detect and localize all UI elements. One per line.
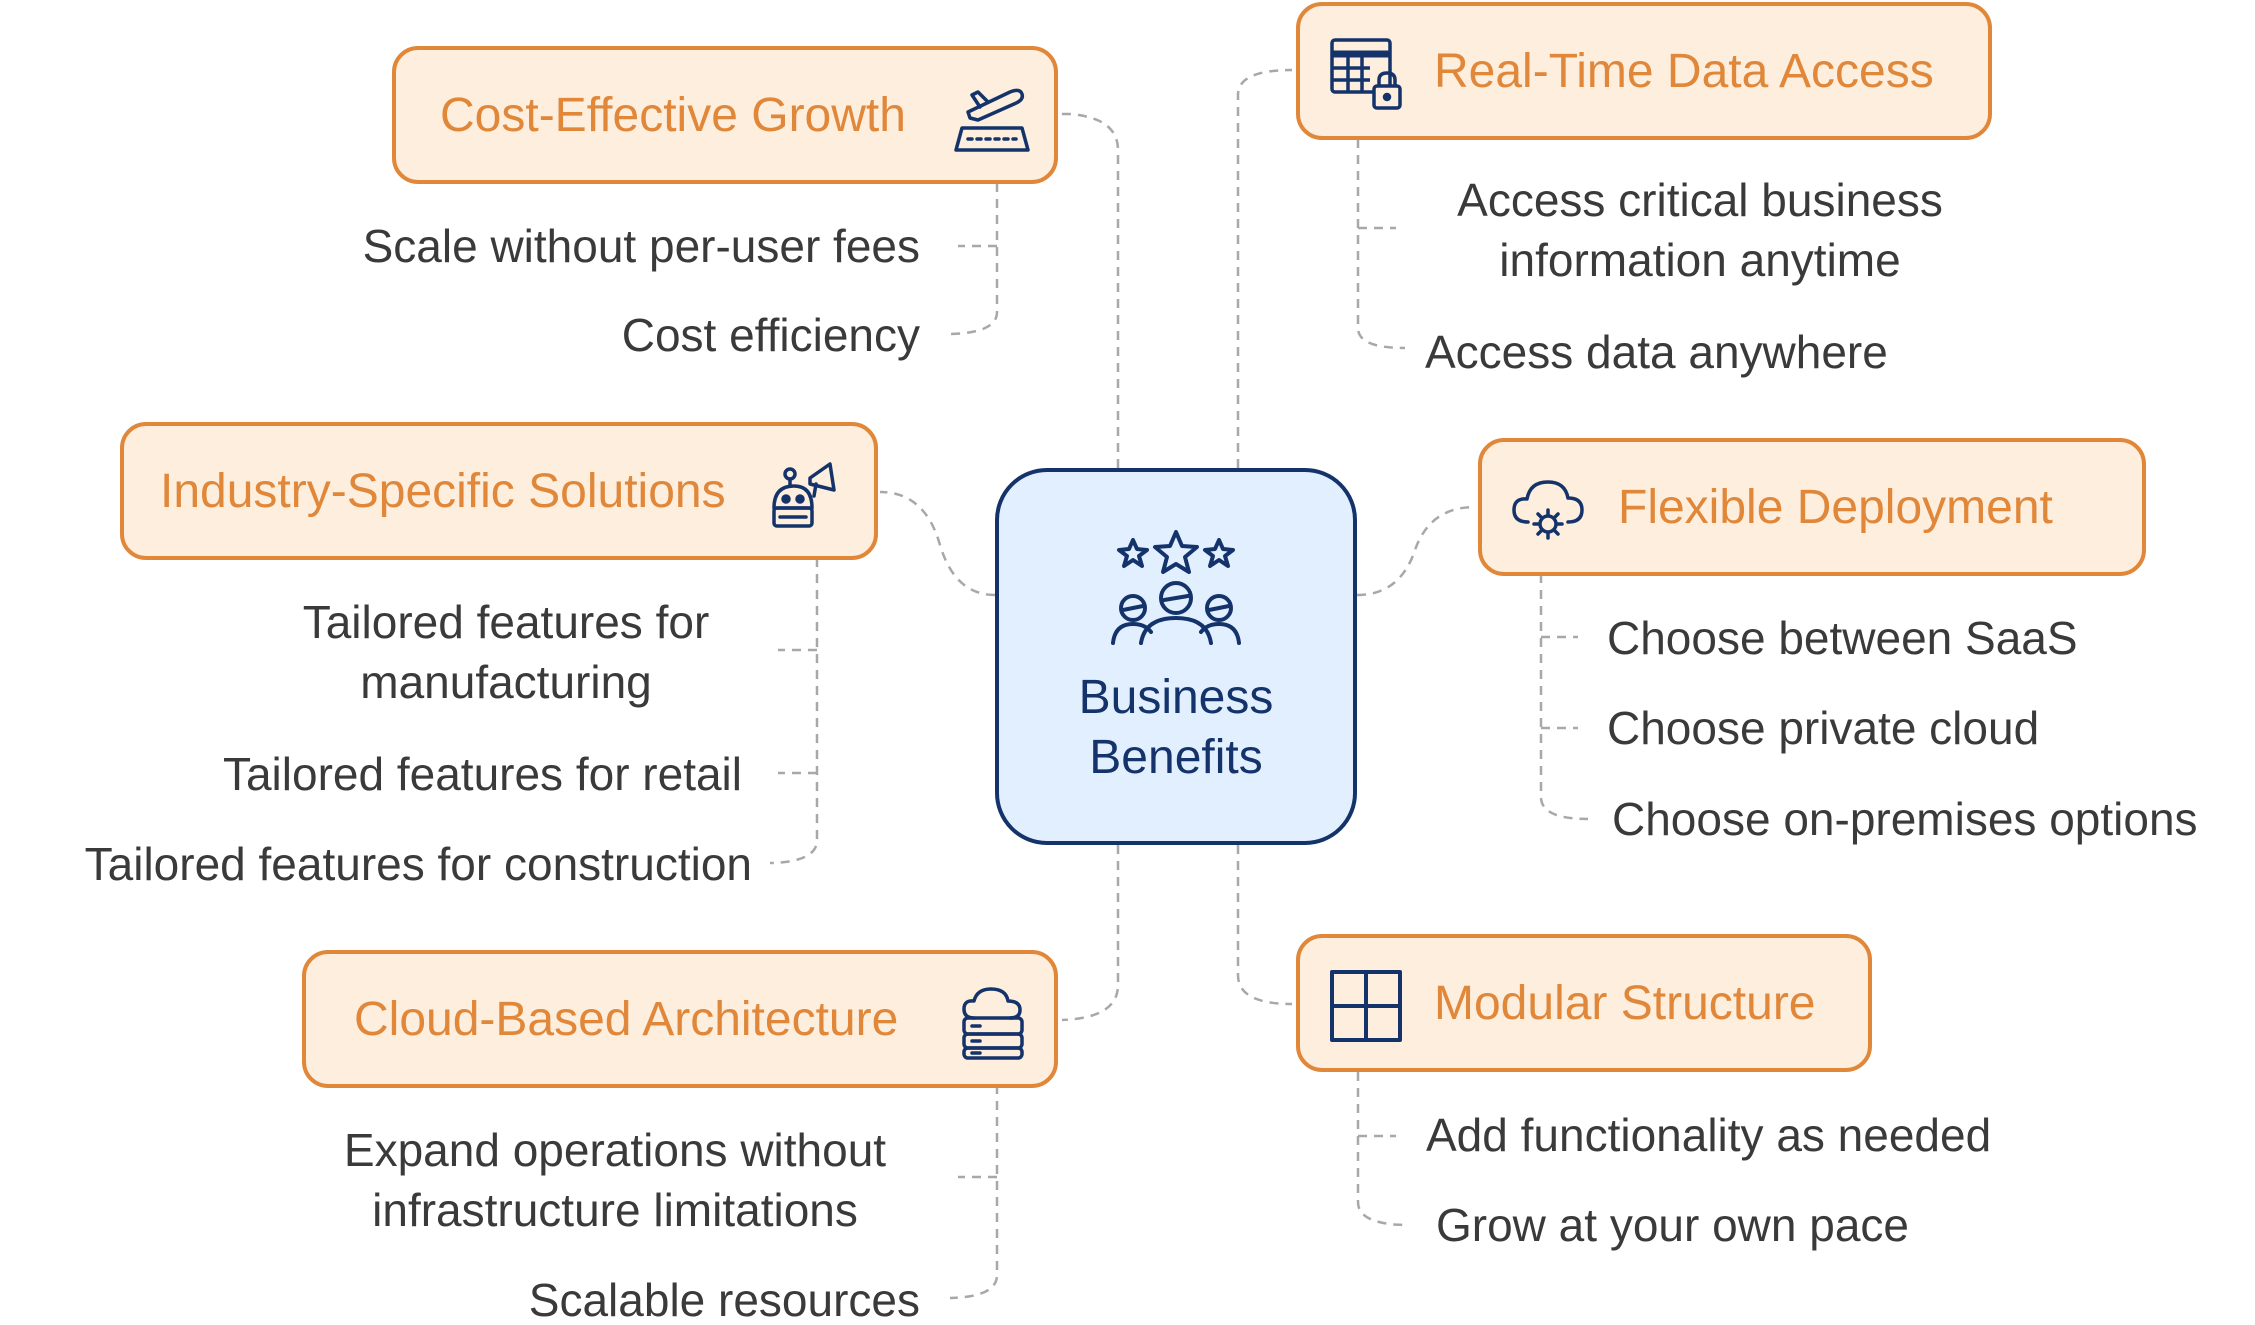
branch-cloud <box>949 1085 999 1300</box>
branch-flexible <box>1539 574 1589 821</box>
connector-cloud <box>1061 845 1120 1022</box>
category-flexible-deployment: Flexible Deployment <box>1478 438 2146 576</box>
leaf-cloud-item2: Scalable resources <box>528 1274 920 1325</box>
category-title: Flexible Deployment <box>1618 480 2053 534</box>
cloud-gear-icon <box>1510 472 1586 548</box>
category-industry-specific-solutions: Industry-Specific Solutions <box>120 422 878 560</box>
connector-realtime <box>1236 68 1293 468</box>
cloud-server-icon <box>956 984 1032 1060</box>
center-label: Business Benefits <box>999 668 1353 788</box>
leaf-realtime-item1-line2: information anytime <box>1499 234 1901 286</box>
center-label-line1: Business <box>1078 671 1274 724</box>
leaf-realtime-item1: Access critical business information any… <box>1410 170 1990 290</box>
category-title: Modular Structure <box>1434 976 1816 1030</box>
category-real-time-data-access: Real-Time Data Access <box>1296 2 1992 140</box>
leaf-industry-item1-line1: Tailored features for <box>302 596 710 648</box>
table-lock-icon <box>1328 36 1404 112</box>
leaf-modular-item1: Add functionality as needed <box>1426 1109 1992 1161</box>
category-cloud-based-architecture: Cloud-Based Architecture <box>302 950 1058 1088</box>
connector-modular <box>1236 845 1293 1006</box>
leaf-industry-item1-line2: manufacturing <box>360 656 652 708</box>
center-node-business-benefits: Business Benefits <box>995 468 1357 845</box>
center-label-line2: Benefits <box>1089 731 1263 784</box>
category-modular-structure: Modular Structure <box>1296 934 1872 1072</box>
leaf-industry-item2: Tailored features for retail <box>222 748 742 800</box>
leaf-flexible-item3: Choose on-premises options <box>1612 793 2198 845</box>
leaf-industry-item1: Tailored features for manufacturing <box>226 592 786 712</box>
leaf-cost-item1: Scale without per-user fees <box>362 220 920 272</box>
branch-cost <box>949 183 999 336</box>
category-cost-effective-growth: Cost-Effective Growth <box>392 46 1058 184</box>
stars-people-icon <box>1111 528 1241 648</box>
leaf-flexible-item1: Choose between SaaS <box>1607 612 2078 664</box>
connector-cost <box>1060 112 1120 468</box>
leaf-cloud-item1-line2: infrastructure limitations <box>372 1184 858 1236</box>
connector-flexible <box>1356 505 1476 597</box>
robot-megaphone-icon <box>768 456 844 532</box>
leaf-realtime-item1-line1: Access critical business <box>1457 174 1943 226</box>
category-title: Real-Time Data Access <box>1434 44 1934 98</box>
plane-takeoff-icon <box>954 80 1030 156</box>
category-title: Cloud-Based Architecture <box>354 992 899 1046</box>
leaf-cloud-item1: Expand operations without infrastructure… <box>300 1120 930 1240</box>
leaf-cloud-item1-line1: Expand operations without <box>343 1124 887 1176</box>
branch-modular <box>1356 1072 1406 1227</box>
branch-realtime <box>1356 139 1406 350</box>
leaf-flexible-item2: Choose private cloud <box>1607 702 2040 754</box>
category-title: Industry-Specific Solutions <box>160 464 726 518</box>
leaf-realtime-item2: Access data anywhere <box>1425 326 1888 378</box>
leaf-industry-item3: Tailored features for construction <box>84 838 752 890</box>
grid-icon <box>1328 968 1404 1044</box>
leaf-modular-item2: Grow at your own pace <box>1436 1199 1910 1251</box>
connector-industry <box>879 490 996 597</box>
leaf-cost-item2: Cost efficiency <box>621 309 920 361</box>
category-title: Cost-Effective Growth <box>440 88 906 142</box>
